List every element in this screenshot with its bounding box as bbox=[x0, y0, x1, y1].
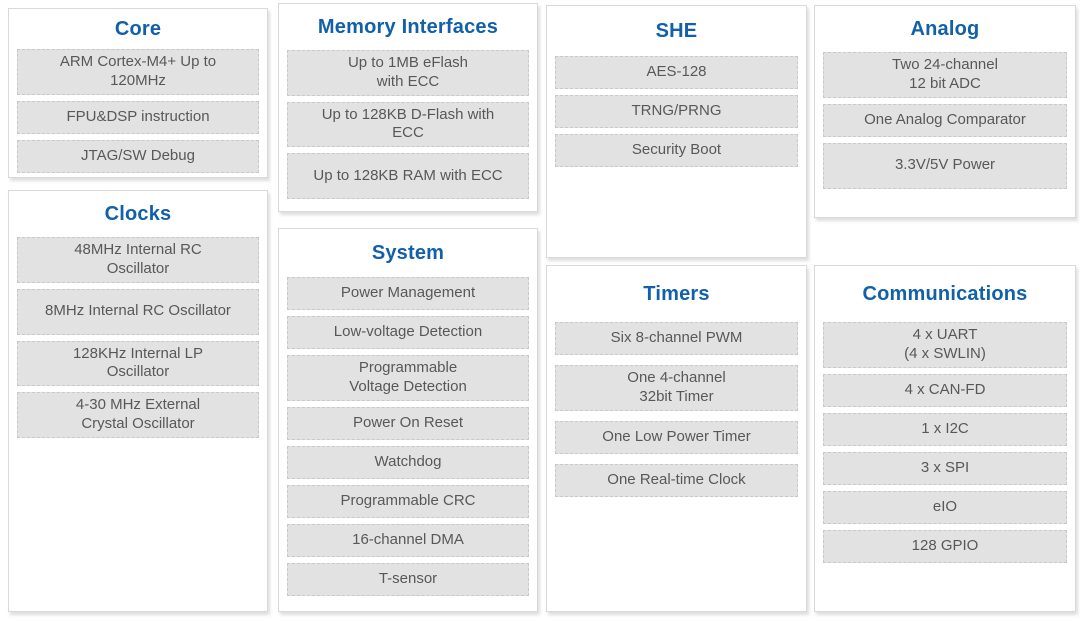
feature-item: Programmable Voltage Detection bbox=[287, 355, 529, 401]
feature-item: One Analog Comparator bbox=[823, 103, 1067, 137]
feature-list: 48MHz Internal RC Oscillator 8MHz Intern… bbox=[9, 237, 267, 438]
feature-item: One Low Power Timer bbox=[555, 420, 798, 454]
feature-item: 128 GPIO bbox=[823, 529, 1067, 563]
section-core-title: Core bbox=[114, 17, 162, 40]
feature-item: Programmable CRC bbox=[287, 484, 529, 518]
section-communications: Communications 4 x UART (4 x SWLIN) 4 x … bbox=[814, 265, 1076, 612]
feature-item: JTAG/SW Debug bbox=[17, 139, 259, 173]
feature-item: 16-channel DMA bbox=[287, 523, 529, 557]
feature-item: Up to 128KB D-Flash with ECC bbox=[287, 101, 529, 147]
feature-item: Watchdog bbox=[287, 445, 529, 479]
feature-item: 3 x SPI bbox=[823, 451, 1067, 485]
feature-item: ARM Cortex-M4+ Up to 120MHz bbox=[17, 49, 259, 95]
feature-item: eIO bbox=[823, 490, 1067, 524]
feature-item: 4 x UART (4 x SWLIN) bbox=[823, 322, 1067, 368]
section-clocks-title: Clocks bbox=[104, 202, 172, 225]
feature-item: Power On Reset bbox=[287, 406, 529, 440]
section-timers: Timers Six 8-channel PWM One 4-channel 3… bbox=[546, 265, 807, 612]
section-she-title: SHE bbox=[655, 19, 698, 42]
feature-item: 1 x I2C bbox=[823, 412, 1067, 446]
section-clocks: Clocks 48MHz Internal RC Oscillator 8MHz… bbox=[8, 190, 268, 612]
feature-item: 128KHz Internal LP Oscillator bbox=[17, 340, 259, 386]
feature-item: Security Boot bbox=[555, 134, 798, 167]
section-memory-interfaces: Memory Interfaces Up to 1MB eFlash with … bbox=[278, 3, 538, 212]
feature-list: Six 8-channel PWM One 4-channel 32bit Ti… bbox=[547, 322, 806, 497]
section-system-title: System bbox=[371, 241, 445, 264]
section-she: SHE AES-128 TRNG/PRNG Security Boot bbox=[546, 5, 807, 258]
feature-list: ARM Cortex-M4+ Up to 120MHz FPU&DSP inst… bbox=[9, 49, 267, 173]
feature-item: 48MHz Internal RC Oscillator bbox=[17, 237, 259, 283]
feature-list: Two 24-channel 12 bit ADC One Analog Com… bbox=[815, 52, 1075, 189]
feature-item: Power Management bbox=[287, 277, 529, 310]
feature-item: AES-128 bbox=[555, 56, 798, 89]
feature-item: 4 x CAN-FD bbox=[823, 373, 1067, 407]
feature-item: One 4-channel 32bit Timer bbox=[555, 365, 798, 411]
feature-item: T-sensor bbox=[287, 562, 529, 596]
section-timers-title: Timers bbox=[643, 282, 710, 305]
section-memory-interfaces-title: Memory Interfaces bbox=[317, 15, 499, 38]
feature-list: 4 x UART (4 x SWLIN) 4 x CAN-FD 1 x I2C … bbox=[815, 322, 1075, 563]
feature-list: Power Management Low-voltage Detection P… bbox=[279, 277, 537, 596]
section-core: Core ARM Cortex-M4+ Up to 120MHz FPU&DSP… bbox=[8, 8, 268, 178]
section-system: System Power Management Low-voltage Dete… bbox=[278, 228, 538, 612]
feature-item: Up to 1MB eFlash with ECC bbox=[287, 50, 529, 96]
section-analog-title: Analog bbox=[910, 17, 980, 40]
feature-item: One Real-time Clock bbox=[555, 463, 798, 497]
feature-item: Up to 128KB RAM with ECC bbox=[287, 153, 529, 199]
feature-item: 8MHz Internal RC Oscillator bbox=[17, 288, 259, 335]
feature-item: 4-30 MHz External Crystal Oscillator bbox=[17, 392, 259, 438]
feature-item: Two 24-channel 12 bit ADC bbox=[823, 52, 1067, 98]
feature-item: TRNG/PRNG bbox=[555, 95, 798, 128]
feature-list: Up to 1MB eFlash with ECC Up to 128KB D-… bbox=[279, 50, 537, 199]
feature-item: FPU&DSP instruction bbox=[17, 100, 259, 134]
section-communications-title: Communications bbox=[862, 282, 1028, 305]
feature-item: 3.3V/5V Power bbox=[823, 142, 1067, 189]
feature-list: AES-128 TRNG/PRNG Security Boot bbox=[547, 56, 806, 167]
feature-item: Six 8-channel PWM bbox=[555, 322, 798, 355]
feature-item: Low-voltage Detection bbox=[287, 316, 529, 349]
section-analog: Analog Two 24-channel 12 bit ADC One Ana… bbox=[814, 5, 1076, 218]
